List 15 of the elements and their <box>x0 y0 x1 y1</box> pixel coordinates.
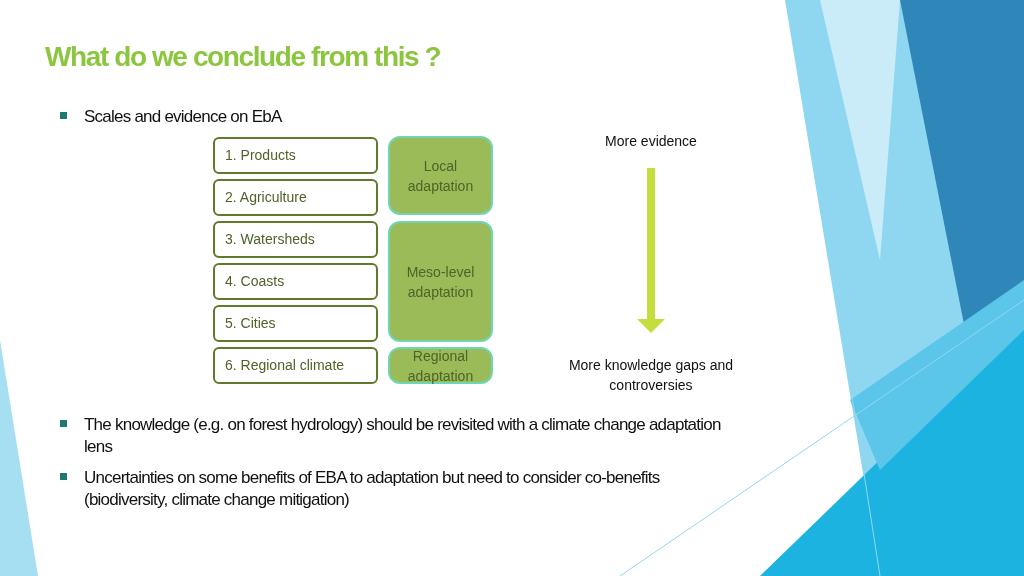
adaptation-level-box: Local adaptation <box>388 136 493 215</box>
adaptation-level-box: Meso-level adaptation <box>388 221 493 342</box>
arrow-caption: More knowledge gaps and controversies <box>546 353 756 397</box>
scale-item-box: 1. Products <box>213 137 378 174</box>
arrow-caption: More evidence <box>571 130 731 152</box>
scale-item-box: 6. Regional climate <box>213 347 378 384</box>
bullet-text: The knowledge (e.g. on forest hydrology) should be revisited with a climate change adaptation lens <box>84 414 722 458</box>
slide-title: What do we conclude from this ? <box>45 40 441 74</box>
scale-item-box: 3. Watersheds <box>213 221 378 258</box>
bullet-text: Scales and evidence on EbA <box>84 106 282 128</box>
scale-item-box: 5. Cities <box>213 305 378 342</box>
scale-item-box: 2. Agriculture <box>213 179 378 216</box>
bullet-text: Uncertainties on some benefits of EBA to adaptation but need to consider co-benefits (biodiversity, climate change mitigation) <box>84 467 661 511</box>
scale-item-box: 4. Coasts <box>213 263 378 300</box>
adaptation-level-box: Regional adaptation <box>388 347 493 384</box>
